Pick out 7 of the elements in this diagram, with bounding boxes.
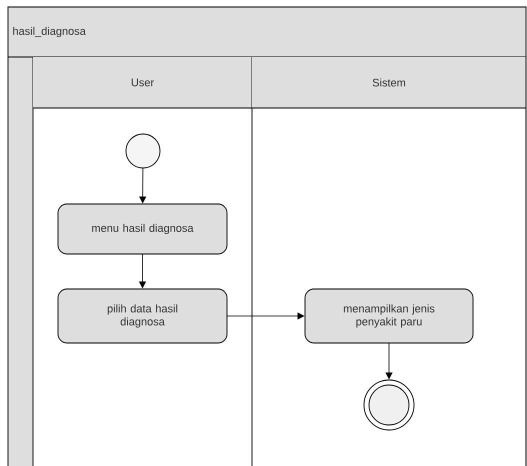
node-label: User xyxy=(132,78,154,86)
start-node xyxy=(126,134,160,168)
action-box: menu hasil diagnosa xyxy=(58,204,228,254)
node-label: Sistem xyxy=(372,78,406,87)
end-node xyxy=(364,380,414,430)
action-box: menampilkan jenis penyakit paru xyxy=(304,288,474,344)
action-box: pilih data hasil diagnosa xyxy=(58,288,228,344)
